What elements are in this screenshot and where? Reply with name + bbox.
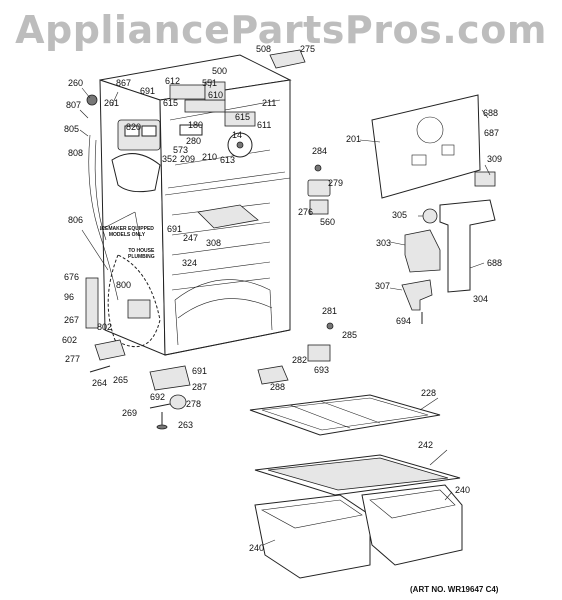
callout-240: 240 bbox=[455, 485, 471, 495]
callout-688: 688 bbox=[487, 258, 503, 268]
callout-508: 508 bbox=[256, 44, 272, 54]
callout-308: 308 bbox=[206, 238, 222, 248]
callout-805: 805 bbox=[64, 124, 80, 134]
callout-307: 307 bbox=[375, 281, 391, 291]
callout-240: 240 bbox=[249, 543, 265, 553]
callout-228: 228 bbox=[421, 388, 437, 398]
callout-691: 691 bbox=[192, 366, 208, 376]
callout-694: 694 bbox=[396, 316, 412, 326]
callout-265: 265 bbox=[113, 375, 129, 385]
callout-263: 263 bbox=[178, 420, 194, 430]
callout-278: 278 bbox=[186, 399, 202, 409]
callout-279: 279 bbox=[328, 178, 344, 188]
watermark: AppliancePartsPros.com bbox=[15, 8, 547, 52]
callout-14: 14 bbox=[232, 130, 243, 140]
callout-687: 687 bbox=[484, 128, 500, 138]
callout-209: 209 bbox=[180, 154, 196, 164]
callout-281: 281 bbox=[322, 306, 338, 316]
callout-573: 573 bbox=[173, 145, 189, 155]
callout-676: 676 bbox=[64, 272, 80, 282]
hinge-parts bbox=[307, 164, 334, 362]
callout-551: 551 bbox=[202, 78, 218, 88]
callout-867: 867 bbox=[116, 78, 132, 88]
callout-285: 285 bbox=[342, 330, 358, 340]
callout-602: 602 bbox=[62, 335, 78, 345]
callout-352: 352 bbox=[162, 154, 178, 164]
callout-210: 210 bbox=[202, 152, 218, 162]
callout-615: 615 bbox=[235, 112, 251, 122]
callout-260: 260 bbox=[68, 78, 84, 88]
callout-309: 309 bbox=[487, 154, 503, 164]
callout-180: 180 bbox=[188, 120, 204, 130]
callout-612: 612 bbox=[165, 76, 181, 86]
callout-247: 247 bbox=[183, 233, 199, 243]
crisper-drawers bbox=[254, 484, 463, 579]
water-line bbox=[81, 134, 161, 348]
house-note-line2: PLUMBING bbox=[128, 254, 155, 260]
callout-615: 615 bbox=[163, 98, 179, 108]
callout-560: 560 bbox=[320, 217, 336, 227]
callout-802: 802 bbox=[97, 322, 113, 332]
icemaker-note-line2: MODELS ONLY bbox=[108, 232, 146, 238]
callout-201: 201 bbox=[346, 134, 362, 144]
house-note-line1: TO HOUSE bbox=[128, 248, 155, 254]
callout-807: 807 bbox=[66, 100, 82, 110]
callout-808: 808 bbox=[68, 148, 84, 158]
callout-500: 500 bbox=[212, 66, 228, 76]
callout-267: 267 bbox=[64, 315, 80, 325]
callout-304: 304 bbox=[473, 294, 489, 304]
callout-806: 806 bbox=[68, 215, 84, 225]
callout-688: 688 bbox=[483, 108, 499, 118]
icemaker-note-line1: ICEMAKER EQUIPPED bbox=[100, 226, 154, 232]
callout-691: 691 bbox=[140, 86, 156, 96]
callout-691: 691 bbox=[167, 224, 183, 234]
callout-287: 287 bbox=[192, 382, 208, 392]
icemaker-assembly bbox=[86, 81, 256, 193]
callout-284: 284 bbox=[312, 146, 328, 156]
callout-324: 324 bbox=[182, 258, 198, 268]
callout-282: 282 bbox=[292, 355, 308, 365]
crisper-cover-242 bbox=[254, 454, 461, 496]
air-duct-parts bbox=[401, 199, 496, 324]
callout-96: 96 bbox=[64, 292, 75, 302]
callout-303: 303 bbox=[376, 238, 392, 248]
callout-613: 613 bbox=[220, 155, 236, 165]
callout-305: 305 bbox=[392, 210, 408, 220]
callout-277: 277 bbox=[65, 354, 81, 364]
cabinet bbox=[99, 49, 306, 356]
callout-261: 261 bbox=[104, 98, 120, 108]
callout-280: 280 bbox=[186, 136, 202, 146]
evaporator-cover bbox=[371, 94, 496, 199]
callout-264: 264 bbox=[92, 378, 108, 388]
callout-275: 275 bbox=[300, 44, 316, 54]
callout-276: 276 bbox=[298, 207, 314, 217]
shelf-228 bbox=[249, 394, 441, 436]
callout-242: 242 bbox=[418, 440, 434, 450]
art-number: (ART NO. WR19647 C4) bbox=[410, 585, 499, 594]
house-plumbing-note: TO HOUSE PLUMBING bbox=[128, 248, 155, 260]
callout-820: 820 bbox=[126, 122, 142, 132]
bottom-hardware bbox=[89, 339, 289, 430]
callout-611: 611 bbox=[257, 120, 272, 130]
callout-692: 692 bbox=[150, 392, 166, 402]
callout-693: 693 bbox=[314, 365, 330, 375]
callout-211: 211 bbox=[262, 98, 277, 108]
leader-lines bbox=[79, 79, 491, 546]
callout-800: 800 bbox=[116, 280, 132, 290]
callout-288: 288 bbox=[270, 382, 286, 392]
callout-269: 269 bbox=[122, 408, 138, 418]
callout-610: 610 bbox=[208, 90, 224, 100]
icemaker-note: ICEMAKER EQUIPPED MODELS ONLY bbox=[100, 226, 154, 238]
